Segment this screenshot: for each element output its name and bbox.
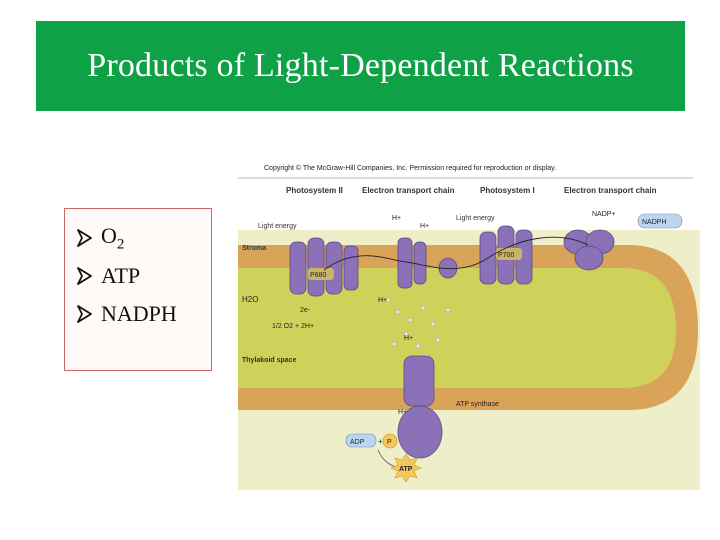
bullet-text: NADPH bbox=[101, 301, 177, 327]
nadph-label: NADPH bbox=[642, 219, 667, 226]
light-energy-label-1: Light energy bbox=[258, 223, 297, 230]
title-banner: Products of Light-Dependent Reactions bbox=[36, 21, 685, 111]
oxygen-equation: 1/2 O2 + 2H+ bbox=[272, 323, 314, 330]
header-etc-2: Electron transport chain bbox=[564, 186, 657, 195]
h-plus-label-3: H+ bbox=[378, 297, 387, 304]
plus-sign: + bbox=[378, 437, 383, 446]
h-plus-label-1: H+ bbox=[392, 215, 401, 222]
light-energy-label-2: Light energy bbox=[456, 215, 495, 222]
h-plus-label-5: H+ bbox=[398, 409, 407, 416]
stroma-label: Stroma bbox=[242, 245, 266, 252]
bullet-item-o2: O2 bbox=[65, 219, 211, 257]
header-photosystem-ii: Photosystem II bbox=[286, 186, 343, 195]
atp-label: ATP bbox=[399, 466, 413, 473]
h-plus-label-2: H+ bbox=[420, 223, 429, 230]
bullet-list: O2 ATP NADPH bbox=[64, 208, 212, 371]
p700-label: P700 bbox=[498, 252, 514, 259]
bullet-text: ATP bbox=[101, 263, 140, 289]
water-label: H2O bbox=[242, 295, 258, 304]
light-reactions-diagram: Copyright © The McGraw-Hill Companies, I… bbox=[228, 150, 700, 490]
arrow-bullet-icon bbox=[75, 227, 101, 249]
phosphate-label: P bbox=[387, 439, 392, 446]
nadp-plus-label: NADP+ bbox=[592, 211, 616, 218]
bullet-item-nadph: NADPH bbox=[65, 295, 211, 333]
header-photosystem-i: Photosystem I bbox=[480, 186, 535, 195]
thylakoid-space-label: Thylakoid space bbox=[242, 357, 297, 364]
arrow-bullet-icon bbox=[75, 303, 101, 325]
header-etc-1: Electron transport chain bbox=[362, 186, 455, 195]
copyright-text: Copyright © The McGraw-Hill Companies, I… bbox=[264, 164, 556, 172]
electrons-label: 2e- bbox=[300, 307, 311, 314]
slide-title: Products of Light-Dependent Reactions bbox=[87, 47, 634, 85]
h-plus-label-4: H+ bbox=[404, 335, 413, 342]
atp-synthase-label: ATP synthase bbox=[456, 401, 499, 408]
arrow-bullet-icon bbox=[75, 265, 101, 287]
adp-label: ADP bbox=[350, 439, 365, 446]
bullet-text: O2 bbox=[101, 223, 124, 253]
bullet-item-atp: ATP bbox=[65, 257, 211, 295]
p680-label: P680 bbox=[310, 272, 326, 279]
photosystem-ii bbox=[290, 238, 358, 296]
